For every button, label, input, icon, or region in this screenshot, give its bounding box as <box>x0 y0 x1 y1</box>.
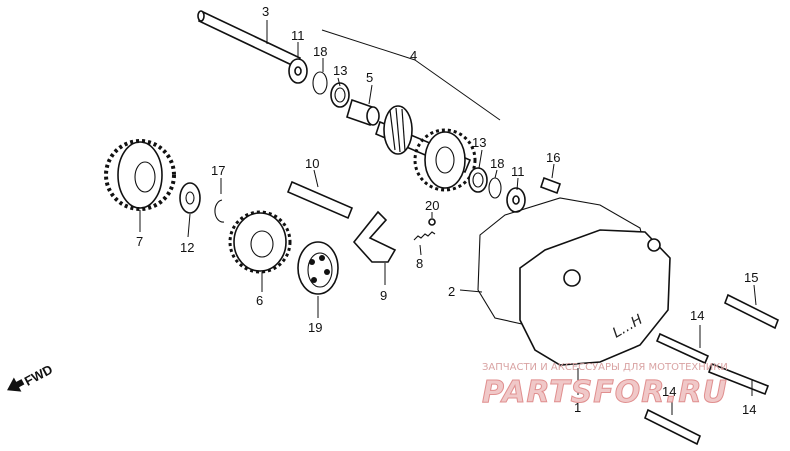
part-14-bolt-a <box>655 332 710 365</box>
part-12-washer <box>179 182 201 214</box>
part-17-clip <box>214 199 225 223</box>
label-20: 20 <box>425 198 439 213</box>
part-13-bearing-upper <box>330 82 350 108</box>
part-18-ring-lower <box>488 177 502 199</box>
part-20-ball <box>428 218 436 226</box>
label-3: 3 <box>262 4 269 19</box>
part-5-collar <box>346 98 380 127</box>
label-13-lower: 13 <box>472 135 486 150</box>
label-10: 10 <box>305 156 319 171</box>
label-11-upper: 11 <box>291 28 305 43</box>
part-labels: 3 11 18 13 5 4 13 18 11 16 17 10 20 8 9 … <box>136 4 758 417</box>
label-9: 9 <box>380 288 387 303</box>
part-1-cover: L...H <box>519 229 671 366</box>
label-13-upper: 13 <box>333 63 347 78</box>
label-4: 4 <box>410 48 417 63</box>
part-8-spring <box>413 231 436 241</box>
label-19: 19 <box>308 320 322 335</box>
part-4-gear-shaft <box>375 105 477 192</box>
label-2: 2 <box>448 284 455 299</box>
label-15: 15 <box>744 270 758 285</box>
part-11-washer-lower <box>506 187 526 213</box>
leader-lines <box>139 20 757 415</box>
label-7: 7 <box>136 234 143 249</box>
part-14-bolt-b <box>707 362 770 396</box>
part-13-bearing-lower <box>468 167 488 193</box>
label-18-upper: 18 <box>313 44 327 59</box>
label-8: 8 <box>416 256 423 271</box>
watermark: ЗАПЧАСТИ И АКСЕССУАРЫ ДЛЯ МОТОТЕХНИКИ PA… <box>482 362 728 411</box>
part-9-fork <box>352 210 397 263</box>
label-5: 5 <box>366 70 373 85</box>
part-15-bolt <box>723 293 780 330</box>
part-3-shaft <box>197 10 302 69</box>
part-6-gear <box>228 210 292 274</box>
label-6: 6 <box>256 293 263 308</box>
part-7-gear <box>104 139 176 211</box>
label-17: 17 <box>211 163 225 178</box>
label-16: 16 <box>546 150 560 165</box>
part-16-dowel <box>539 176 562 195</box>
label-18-lower: 18 <box>490 156 504 171</box>
label-14-c: 14 <box>662 384 676 399</box>
fwd-label: FWD <box>22 362 55 389</box>
label-1: 1 <box>574 400 581 415</box>
watermark-logo: PARTSFOR.RU <box>482 375 728 410</box>
fwd-arrow: FWD <box>7 362 55 392</box>
part-18-ring-upper <box>312 71 328 95</box>
part-11-washer-upper <box>288 58 308 84</box>
label-14-b: 14 <box>742 402 756 417</box>
label-11-lower: 11 <box>511 164 525 179</box>
part-14-bolt-c <box>643 408 702 446</box>
label-12: 12 <box>180 240 194 255</box>
label-14-a: 14 <box>690 308 704 323</box>
part-19-bearing <box>297 241 339 295</box>
part-10-pin <box>286 180 354 220</box>
watermark-tagline: ЗАПЧАСТИ И АКСЕССУАРЫ ДЛЯ МОТОТЕХНИКИ <box>482 362 728 373</box>
